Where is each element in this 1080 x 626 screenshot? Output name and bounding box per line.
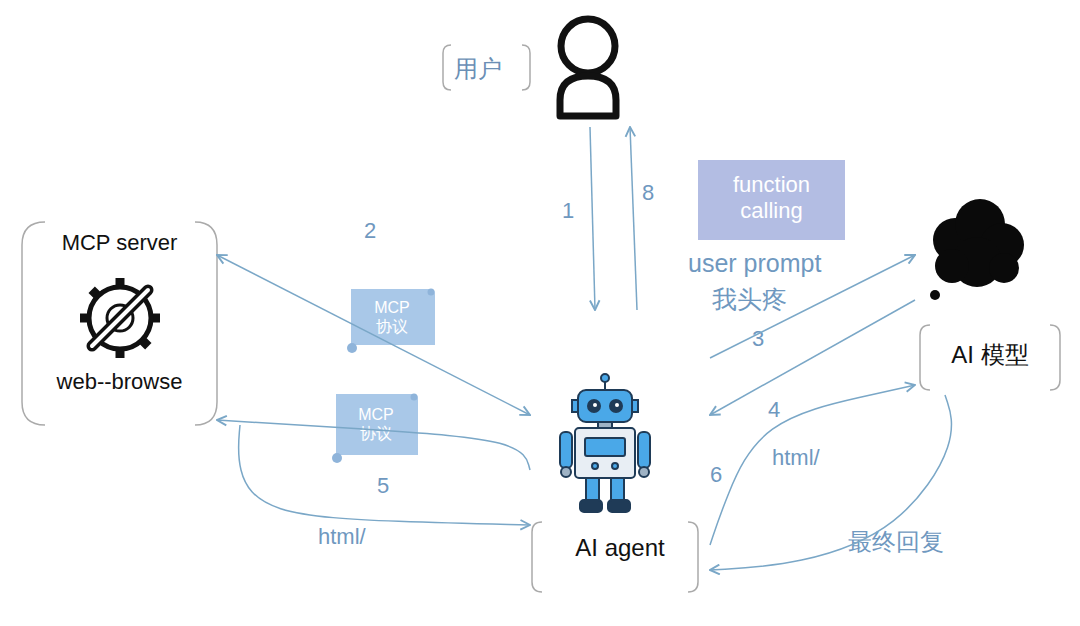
user-icon xyxy=(560,19,616,116)
node-text: MCP server xyxy=(22,230,217,256)
flow-arrow xyxy=(239,425,530,525)
node-text: web--browse xyxy=(22,369,217,395)
agent-node: AI agent xyxy=(530,310,710,592)
bracket xyxy=(532,522,542,592)
server-box: MCP server web--browse xyxy=(22,220,217,425)
model-node: AI 模型 xyxy=(915,195,1065,395)
prompt-label: user prompt xyxy=(688,248,821,278)
bracket xyxy=(688,522,698,592)
bracket xyxy=(22,45,1060,592)
flow-arrow xyxy=(710,300,915,415)
protocol-scroll: MCP 协议 xyxy=(345,285,435,355)
user-node: 用户 xyxy=(440,5,630,127)
flow-arrow xyxy=(217,255,530,415)
bracket xyxy=(522,45,530,90)
bracket xyxy=(195,222,217,425)
flow-arrow xyxy=(710,385,915,545)
callout-number: 2 xyxy=(364,218,376,244)
node-text: AI 模型 xyxy=(915,341,1065,370)
scroll-curl xyxy=(347,343,357,353)
edge-label: html/ xyxy=(318,524,366,550)
scroll-curl xyxy=(411,394,418,401)
scroll-curl xyxy=(332,453,342,463)
node-text: 用户 xyxy=(454,55,534,84)
scroll-body xyxy=(336,394,418,455)
bracket xyxy=(443,45,451,90)
bracket xyxy=(22,222,45,425)
callout-number: 3 xyxy=(752,326,764,352)
node-text: MCP 协议 xyxy=(351,405,401,443)
cloud-icon xyxy=(930,199,1024,300)
node-text: function calling xyxy=(711,172,832,225)
gear-icon xyxy=(80,278,160,358)
flow-arrow xyxy=(710,395,951,570)
bracket xyxy=(920,325,930,390)
node-text: MCP 协议 xyxy=(367,298,417,336)
function-box: function calling xyxy=(698,160,845,240)
content-label: html/ xyxy=(772,445,820,471)
prompt-label: 我头疼 xyxy=(712,284,787,314)
user-head xyxy=(561,19,615,73)
robot-icon xyxy=(560,374,650,512)
callout-number: 5 xyxy=(377,473,389,499)
flow-arrow xyxy=(217,420,530,470)
bracket xyxy=(1050,325,1060,390)
edge-label: 最终回复 xyxy=(848,528,944,557)
flow-arrow xyxy=(710,255,915,358)
user-body xyxy=(560,76,616,116)
flow-arrow xyxy=(630,127,637,310)
scroll-body xyxy=(351,289,435,345)
callout-number: 8 xyxy=(642,180,654,206)
callout-number: 6 xyxy=(710,462,722,488)
flow-arrow xyxy=(590,127,595,310)
scroll-curl xyxy=(428,289,435,296)
callout-number: 1 xyxy=(562,198,574,224)
protocol-scroll: MCP 协议 xyxy=(330,390,418,465)
node-text: AI agent xyxy=(530,534,710,563)
callout-number: 4 xyxy=(768,397,780,423)
